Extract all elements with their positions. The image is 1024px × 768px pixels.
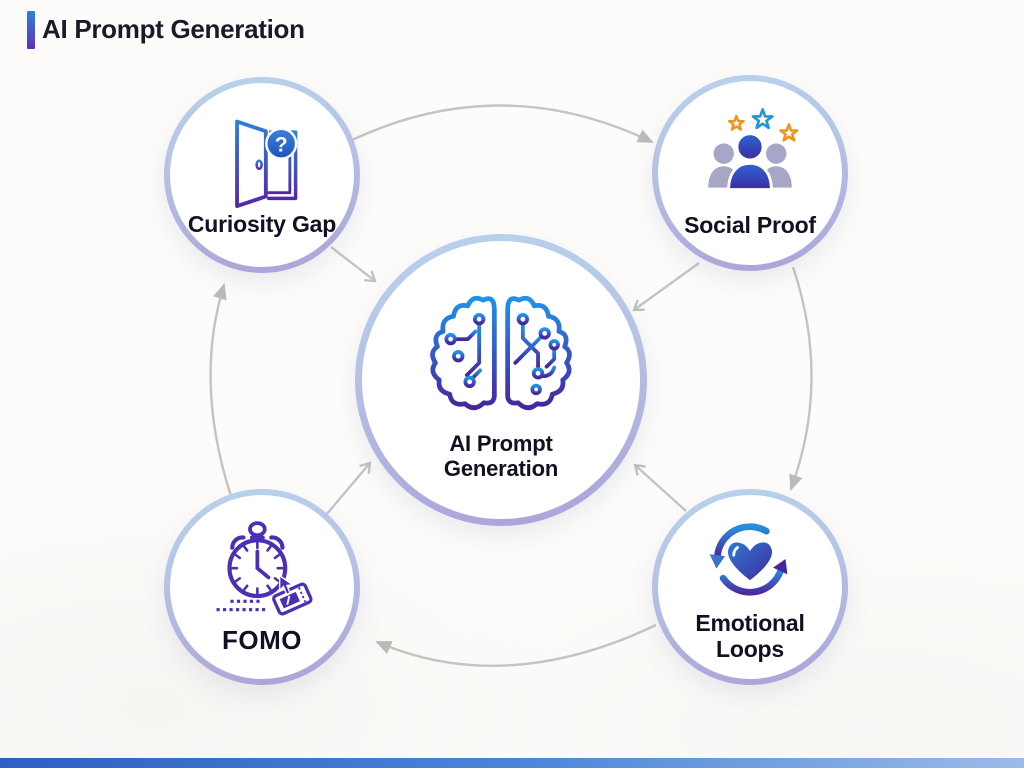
title-accent-bar (27, 11, 35, 49)
node-label-emotional-loops: Emotional Loops (695, 610, 805, 662)
heart-refresh-cycle-icon (697, 511, 803, 607)
footer-accent-bar (0, 758, 1024, 768)
arrow-social-to-center (632, 262, 700, 312)
arrow-emotional-to-center (633, 463, 687, 512)
node-emotional-loops: Emotional Loops (652, 489, 848, 685)
circuit-brain-icon (425, 279, 577, 422)
star-orange-left-icon (727, 114, 745, 131)
people-group-stars-icon (686, 107, 814, 209)
star-blue-icon (751, 108, 774, 130)
node-social-proof: Social Proof (652, 75, 848, 271)
node-ai-prompt-generation: AI Prompt Generation (355, 234, 647, 526)
open-door-question-icon: ? (212, 112, 312, 209)
node-fomo: FOMO (164, 489, 360, 685)
question-mark-glyph: ? (275, 133, 288, 156)
node-label-curiosity-gap: Curiosity Gap (187, 211, 337, 238)
page-title: AI Prompt Generation (42, 14, 305, 44)
arrow-fomo-to-curiosity (209, 283, 233, 497)
arrow-curiosity-to-social (351, 104, 654, 144)
arrow-social-to-emotional (789, 266, 813, 491)
alarm-clock-ticket-icon (201, 518, 323, 622)
header: AI Prompt Generation (0, 0, 1024, 60)
node-label-fomo: FOMO (222, 625, 302, 656)
arrow-emotional-to-fomo (375, 623, 657, 668)
arrow-fomo-to-center (325, 461, 372, 516)
arrow-curiosity-to-center (330, 246, 377, 283)
node-curiosity-gap: ? Curiosity Gap (164, 77, 360, 273)
node-label-social-proof: Social Proof (684, 212, 816, 239)
node-label-ai-prompt-generation: AI Prompt Generation (443, 430, 559, 481)
star-orange-right-icon (779, 123, 799, 142)
